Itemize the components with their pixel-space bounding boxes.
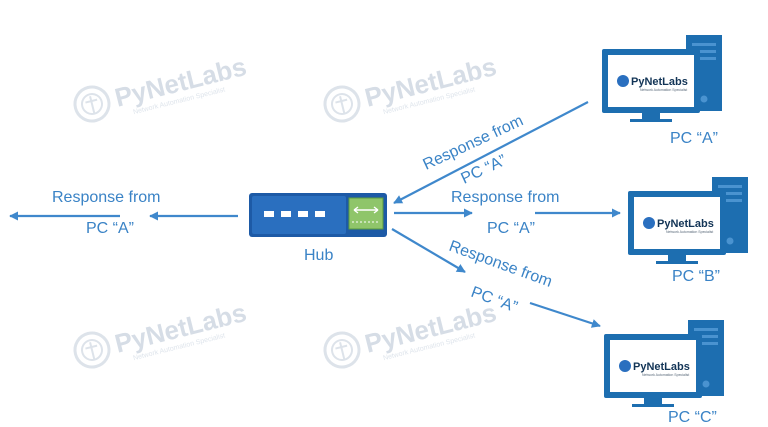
hub-port bbox=[264, 211, 274, 217]
arrows bbox=[9, 101, 621, 328]
brand-logo-icon bbox=[643, 217, 655, 229]
brand-logo-icon bbox=[617, 75, 629, 87]
power-button-icon bbox=[700, 95, 708, 103]
screen-tagline: Network Automation Specialist bbox=[640, 88, 687, 92]
screen-brand: PyNetLabs bbox=[657, 218, 714, 230]
monitor-stand bbox=[644, 398, 662, 404]
tower-slot bbox=[718, 192, 742, 195]
tower-slot bbox=[718, 199, 742, 202]
power-button-icon bbox=[726, 237, 734, 245]
tower-slot bbox=[694, 342, 718, 345]
watermark-logo: PyNetLabs Network Automation Specialist bbox=[319, 51, 499, 127]
tower-slot bbox=[694, 335, 718, 338]
screen-tagline: Network Automation Specialist bbox=[642, 373, 689, 377]
screen-brand: PyNetLabs bbox=[631, 76, 688, 88]
screen-brand: PyNetLabs bbox=[633, 361, 690, 373]
tower-slot bbox=[694, 328, 718, 331]
pc-c-label: PC “C” bbox=[668, 409, 717, 426]
hub-label: Hub bbox=[304, 247, 333, 264]
monitor-base bbox=[630, 119, 672, 122]
arrow-hub-to-lower bbox=[391, 228, 466, 273]
brand-logo-icon bbox=[619, 360, 631, 372]
hub-bidirectional-icon bbox=[353, 206, 379, 214]
hub-port bbox=[315, 211, 325, 217]
pc-b: PyNetLabs Network Automation Specialist … bbox=[628, 177, 748, 285]
hub-ports bbox=[264, 211, 325, 217]
monitor-base bbox=[656, 261, 698, 264]
tower-slot bbox=[692, 43, 716, 46]
middle-label-line1: Response from bbox=[451, 189, 560, 206]
pc-a-label: PC “A” bbox=[670, 130, 718, 147]
hub-device: Hub bbox=[249, 193, 387, 264]
monitor-stand bbox=[668, 255, 686, 261]
monitor-stand bbox=[642, 113, 660, 119]
hub-panel bbox=[348, 197, 384, 230]
watermark-logo: PyNetLabs Network Automation Specialist bbox=[319, 297, 499, 373]
hub-port bbox=[298, 211, 308, 217]
pc-a: PyNetLabs Network Automation Specialist … bbox=[602, 35, 722, 147]
pc-c: PyNetLabs Network Automation Specialist … bbox=[604, 320, 724, 426]
screen-tagline: Network Automation Specialist bbox=[666, 230, 713, 234]
watermark-logo: PyNetLabs Network Automation Specialist bbox=[69, 51, 249, 127]
tower-slot bbox=[692, 57, 716, 60]
middle-label-line2: PC “A” bbox=[487, 220, 535, 237]
tower-slot bbox=[718, 185, 742, 188]
power-button-icon bbox=[702, 380, 710, 388]
pc-b-label: PC “B” bbox=[672, 268, 720, 285]
left-label-line1: Response from bbox=[52, 189, 161, 206]
watermark-logo: PyNetLabs Network Automation Specialist bbox=[69, 297, 249, 373]
arrow-pc-a-to-hub bbox=[393, 101, 589, 204]
tower-slot bbox=[692, 50, 716, 53]
monitor-base bbox=[632, 404, 674, 407]
left-label-line2: PC “A” bbox=[86, 220, 134, 237]
hub-port bbox=[281, 211, 291, 217]
lower-label-line1: Response from bbox=[447, 238, 555, 291]
arrow-to-pc-c bbox=[529, 301, 601, 328]
